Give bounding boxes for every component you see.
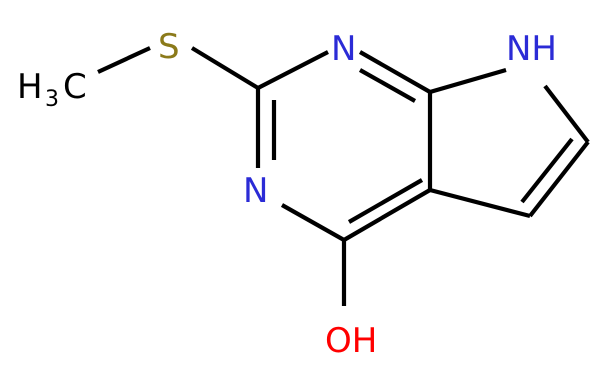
atom-n3: N	[243, 171, 268, 211]
atom-methyl-c: C	[63, 67, 87, 107]
bond-ch3-s	[97, 46, 151, 74]
bond-c7a-n1-a	[358, 50, 432, 94]
bond-c6-c5-a	[528, 140, 590, 218]
atom-labels: S H 3 C N N NH OH	[17, 27, 557, 361]
bond-c7a-n7	[429, 67, 507, 95]
bond-c5-c4a	[429, 187, 531, 219]
atom-sulfur: S	[158, 27, 180, 67]
bond-c6-c5-b	[520, 137, 574, 204]
bond-n3-c4	[280, 203, 346, 242]
bond-c4-c4a-a	[342, 188, 432, 242]
atom-n1: N	[331, 29, 356, 69]
bond-c4-c4a-b	[347, 178, 424, 224]
atom-methyl-subscript: 3	[45, 87, 59, 112]
bond-s-c2	[190, 46, 260, 90]
bond-c2-n1	[257, 50, 329, 90]
bond-c7a-n1-b	[358, 68, 417, 103]
bonds	[97, 46, 590, 306]
bond-n7-c6	[543, 84, 590, 144]
atom-methyl-h: H	[17, 67, 43, 107]
atom-hydroxyl: OH	[325, 321, 377, 361]
atom-nh: NH	[506, 29, 557, 69]
